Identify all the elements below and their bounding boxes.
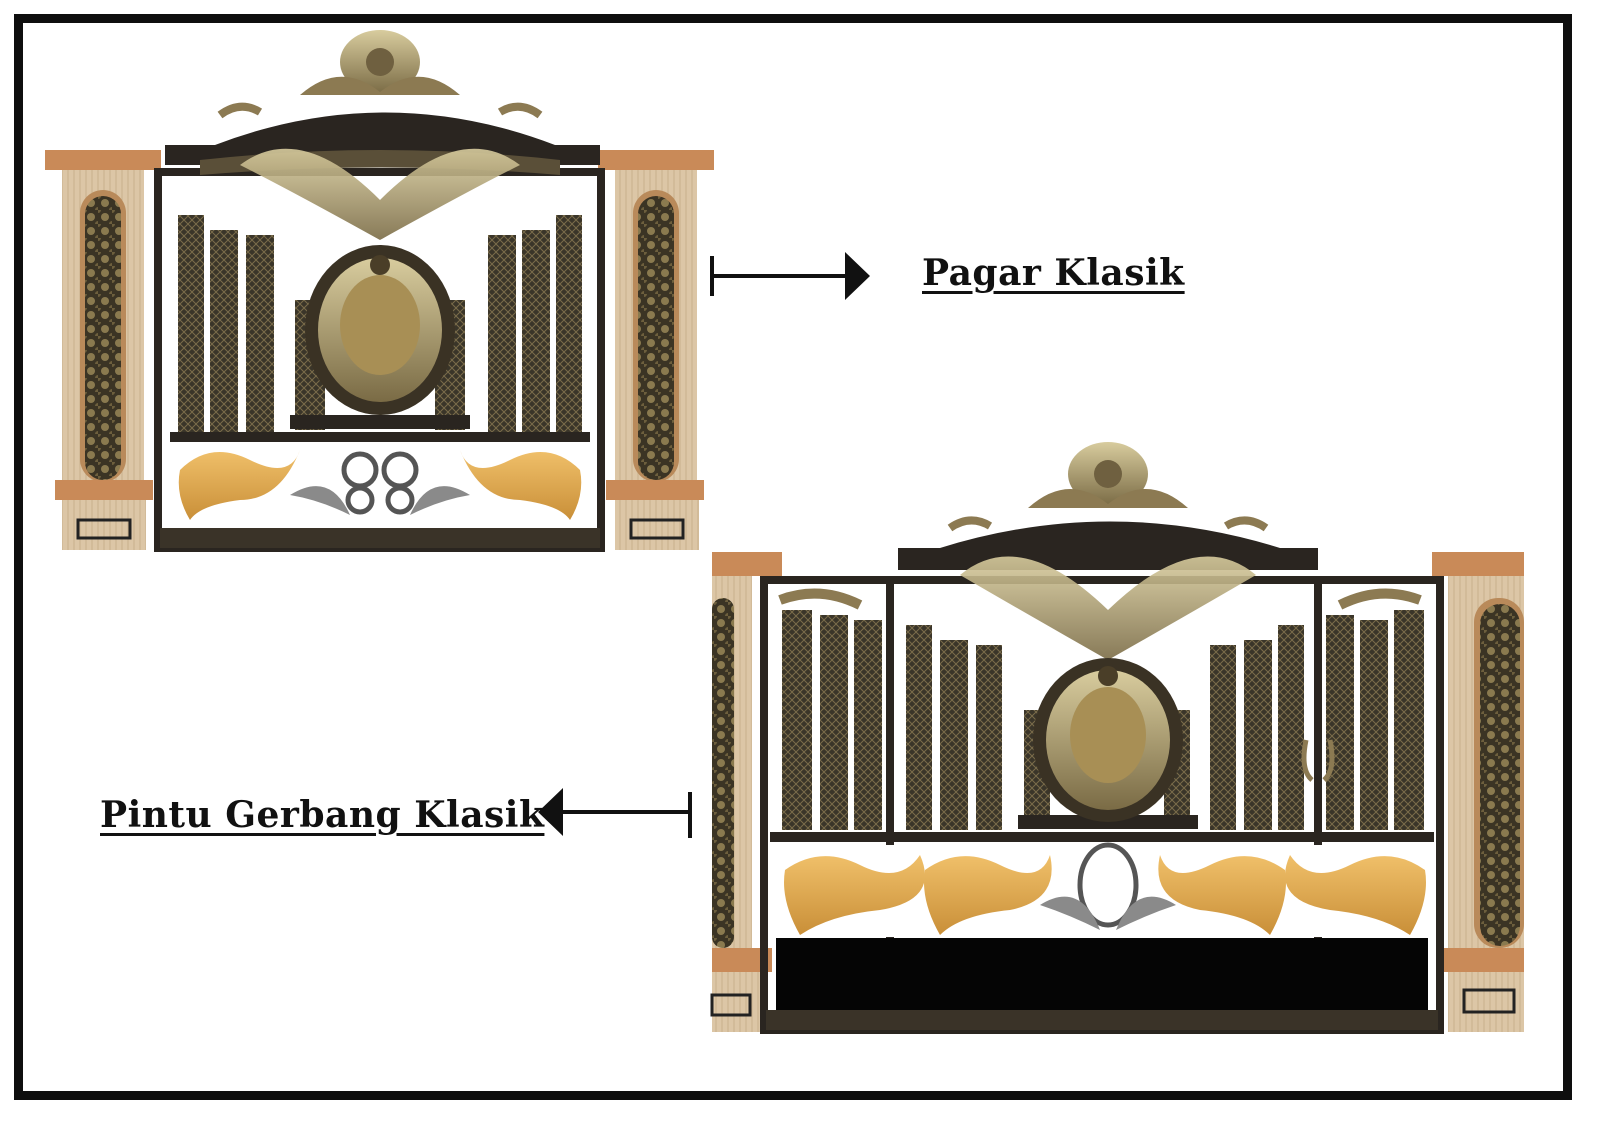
- bottom-arrow-left: [538, 788, 692, 838]
- bottom-left-pillar: [710, 552, 782, 1032]
- top-gate-frame: [154, 30, 605, 552]
- bottom-gate-illustration: [710, 442, 1524, 1034]
- top-right-pillar: [598, 150, 714, 550]
- label-pagar-klasik: Pagar Klasik: [922, 252, 1185, 294]
- label-pintu-gerbang-klasik: Pintu Gerbang Klasik: [100, 794, 545, 836]
- bottom-right-pillar: [1432, 552, 1524, 1032]
- bottom-gate-frame: [760, 442, 1444, 1034]
- top-arrow-right: [710, 252, 870, 300]
- top-left-pillar: [45, 150, 161, 550]
- top-gate-illustration: [45, 30, 714, 552]
